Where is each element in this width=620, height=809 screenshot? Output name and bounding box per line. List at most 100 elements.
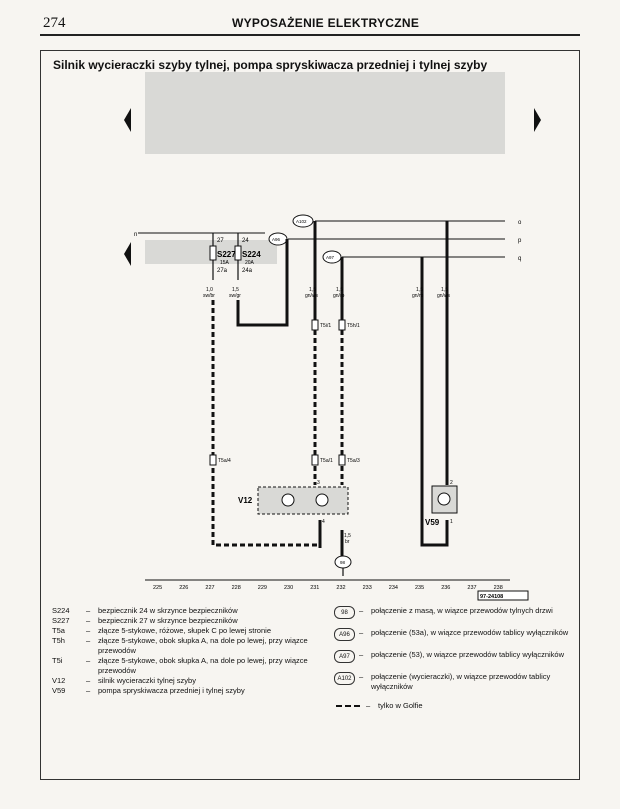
fuse-terminal-27: 27 <box>217 238 224 244</box>
component-v12 <box>257 486 349 515</box>
scale-tick-label: 237 <box>467 585 476 591</box>
legend-code: S227 <box>52 616 70 625</box>
figure-frame <box>40 50 580 780</box>
legend-code: T5i <box>52 656 63 665</box>
wire-color-1: sw/br <box>203 293 215 299</box>
scale-tick-label: 230 <box>284 585 293 591</box>
fuse-terminal-24: 24 <box>242 238 249 244</box>
node-label-98: 98 <box>340 560 346 565</box>
legend-badge: A97 <box>334 650 355 663</box>
scale-tick-label: 236 <box>441 585 450 591</box>
fuse-s224-rating: 20A <box>245 260 255 266</box>
shaded-band <box>145 72 505 154</box>
doc-id-box <box>477 590 529 601</box>
connector-t5a1 <box>311 454 319 466</box>
legend-left: S224–bezpiecznik 24 w skrzynce bezpieczn… <box>52 606 332 696</box>
legend-text: bezpiecznik 24 w skrzynce bezpieczników <box>98 606 238 615</box>
wire-color-5: gn/ro <box>412 293 424 299</box>
legend-text: silnik wycieraczki tylnej szyby <box>98 676 196 685</box>
ground-wire-gauge: 1,5 <box>344 533 351 539</box>
connector-t5i1 <box>311 319 319 331</box>
wire-gauge-5: 1,5 <box>416 287 423 293</box>
connector-label-t5a4: T5a/4 <box>218 458 231 464</box>
legend-text: połączenie (53a), w wiązce przewodów tab… <box>371 628 569 637</box>
page-number: 274 <box>43 15 66 31</box>
legend-text: złącze 5-stykowe, obok słupka A, na dole… <box>98 656 308 675</box>
wire-v59-gnro <box>420 257 449 547</box>
connector-label-t5h1: T5h/1 <box>347 323 360 329</box>
bus-label-p: p <box>518 238 522 244</box>
wire-gauge-4: 1,5 <box>336 287 343 293</box>
pin-label-2: 2 <box>450 480 453 486</box>
legend-item: V59–pompa spryskiwacza przedniej i tylne… <box>52 686 332 696</box>
scale-tick-label: 226 <box>179 585 188 591</box>
legend-text: pompa spryskiwacza przedniej i tylnej sz… <box>98 686 245 695</box>
component-v59 <box>431 485 458 514</box>
fuse-terminal-24a: 24a <box>242 268 253 274</box>
legend-badge: A102 <box>334 672 355 685</box>
dashed-line-icon <box>336 705 360 707</box>
connector-t5a3 <box>338 454 346 466</box>
wire-gauge-3: 1,5 <box>309 287 316 293</box>
scale-tick-label: 233 <box>363 585 372 591</box>
legend-item: A102–połączenie (wycieraczki), w wiązce … <box>334 672 574 692</box>
wire-color-4: gn/ro <box>333 293 345 299</box>
component-label-v59: V59 <box>425 518 440 527</box>
legend-badge: A96 <box>334 628 355 641</box>
scale-tick-label: 225 <box>153 585 162 591</box>
node-label-a97: A97 <box>326 255 335 260</box>
scale-tick-label: 234 <box>389 585 398 591</box>
wire-gauge-2: 1,5 <box>232 287 239 293</box>
node-label-a96: A96 <box>272 237 281 242</box>
legend-item: T5a–złącze 5-stykowe, różowe, słupek C p… <box>52 626 332 636</box>
legend-right: 98–połączenie z masą, w wiązce przewodów… <box>334 606 574 720</box>
component-label-v12: V12 <box>238 496 253 505</box>
fuse-terminal-27a: 27a <box>217 268 228 274</box>
legend-code: T5h <box>52 636 65 645</box>
wire-golf-dashed <box>211 300 320 547</box>
page-header: WYPOSAŻENIE ELEKTRYCZNE <box>232 16 420 30</box>
legend-text: złącze 5-stykowe, obok słupka A, na dole… <box>98 636 308 655</box>
doc-id: 97-24108 <box>480 594 503 600</box>
legend-text: bezpiecznik 27 w skrzynce bezpieczników <box>98 616 238 625</box>
scale-tick-label: 232 <box>336 585 345 591</box>
fuse-s224 <box>234 233 242 280</box>
legend-text: połączenie (wycieraczki), w wiązce przew… <box>371 672 551 691</box>
connector-t5h1 <box>338 319 346 331</box>
arrow-left-icon-2 <box>124 242 131 266</box>
legend-code: T5a <box>52 626 65 635</box>
scale-tick-label: 228 <box>232 585 241 591</box>
fuse-s227-id: S227 <box>217 250 236 259</box>
node-a102 <box>292 214 314 228</box>
pin-label-3: 3 <box>317 480 320 486</box>
legend-item: T5i–złącze 5-stykowe, obok słupka A, na … <box>52 656 332 676</box>
legend-item: 98–połączenie z masą, w wiązce przewodów… <box>334 606 574 619</box>
legend-item: –tylko w Golfie <box>334 701 574 711</box>
wire-color-6: gn/ws <box>437 293 451 299</box>
arrow-right-icon <box>534 108 541 132</box>
legend-text: połączenie (53), w wiązce przewodów tabl… <box>371 650 564 659</box>
bus-label-o: o <box>518 220 522 226</box>
legend-badge: 98 <box>334 606 355 619</box>
ground-wire-color: br <box>345 539 350 545</box>
legend-code: S224 <box>52 606 70 615</box>
legend-item: T5h–złącze 5-stykowe, obok słupka A, na … <box>52 636 332 656</box>
bus-label-q: q <box>518 256 521 262</box>
scale-tick-label: 229 <box>258 585 267 591</box>
connector-label-t5a3: T5a/3 <box>347 458 360 464</box>
legend-text: tylko w Golfie <box>378 701 423 710</box>
legend-code: V12 <box>52 676 66 685</box>
legend-item: S227–bezpiecznik 27 w skrzynce bezpieczn… <box>52 616 332 626</box>
scale-tick-label: 238 <box>494 585 503 591</box>
bus-label-n: n <box>134 232 137 238</box>
pin-label-4: 4 <box>322 519 325 525</box>
wire-a96-loop <box>236 239 289 327</box>
figure-title: Silnik wycieraczki szyby tylnej, pompa s… <box>53 58 488 72</box>
header-rule <box>40 34 580 36</box>
legend-item: A97–połączenie (53), w wiązce przewodów … <box>334 650 574 663</box>
scale-tick-label: 227 <box>205 585 214 591</box>
fuse-s227 <box>209 233 217 280</box>
connector-label-t5i1: T5i/1 <box>320 323 331 329</box>
